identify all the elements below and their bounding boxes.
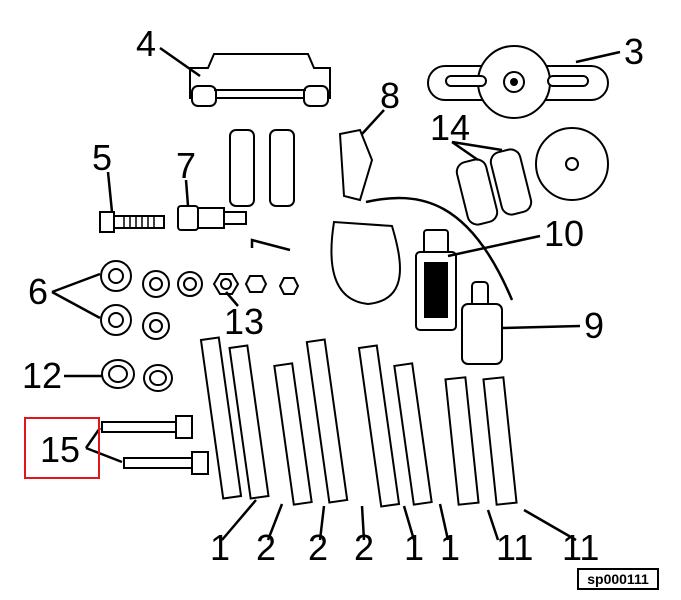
part-bottle-10 — [415, 229, 457, 331]
part-rollers-14 — [455, 148, 533, 226]
part-washers — [100, 260, 300, 340]
callout-7: 7 — [176, 145, 196, 186]
part-bottle-9 — [461, 281, 503, 365]
callout-12: 12 — [22, 355, 62, 396]
callout-6: 6 — [28, 271, 48, 312]
part-fitting-7 — [177, 205, 247, 231]
callout-bottom-11a: 11 — [496, 527, 533, 568]
part-bolts-15 — [101, 415, 209, 475]
callout-bottom-1c: 1 — [440, 527, 460, 568]
reference-code: sp000111 — [577, 568, 659, 590]
callout-13: 13 — [224, 301, 264, 342]
callout-bottom-1b: 1 — [404, 527, 424, 568]
part-sleeves — [229, 129, 295, 207]
callout-4: 4 — [136, 23, 156, 64]
callout-14: 14 — [430, 107, 470, 148]
part-hex-key — [250, 238, 291, 252]
callout-9: 9 — [584, 305, 604, 346]
leader-lines — [51, 46, 621, 542]
highlight-box — [24, 417, 100, 479]
part-shafts — [199, 336, 518, 508]
part-bag-8 — [330, 128, 514, 306]
part-disc — [535, 127, 609, 201]
part-bushings-12 — [101, 359, 173, 392]
callout-bottom-2c: 2 — [354, 527, 374, 568]
part-bolt-5 — [99, 211, 165, 233]
callout-15: 15 — [40, 429, 80, 470]
callout-bottom-1a: 1 — [210, 527, 230, 568]
callout-8: 8 — [380, 75, 400, 116]
part-plate — [427, 45, 609, 119]
callout-10: 10 — [544, 213, 584, 254]
callout-bottom-2b: 2 — [308, 527, 328, 568]
callout-5: 5 — [92, 137, 112, 178]
callout-bottom-11b: 11 — [562, 527, 599, 568]
part-bracket — [189, 53, 331, 107]
callout-bottom-2a: 2 — [256, 527, 276, 568]
callout-3: 3 — [624, 31, 644, 72]
